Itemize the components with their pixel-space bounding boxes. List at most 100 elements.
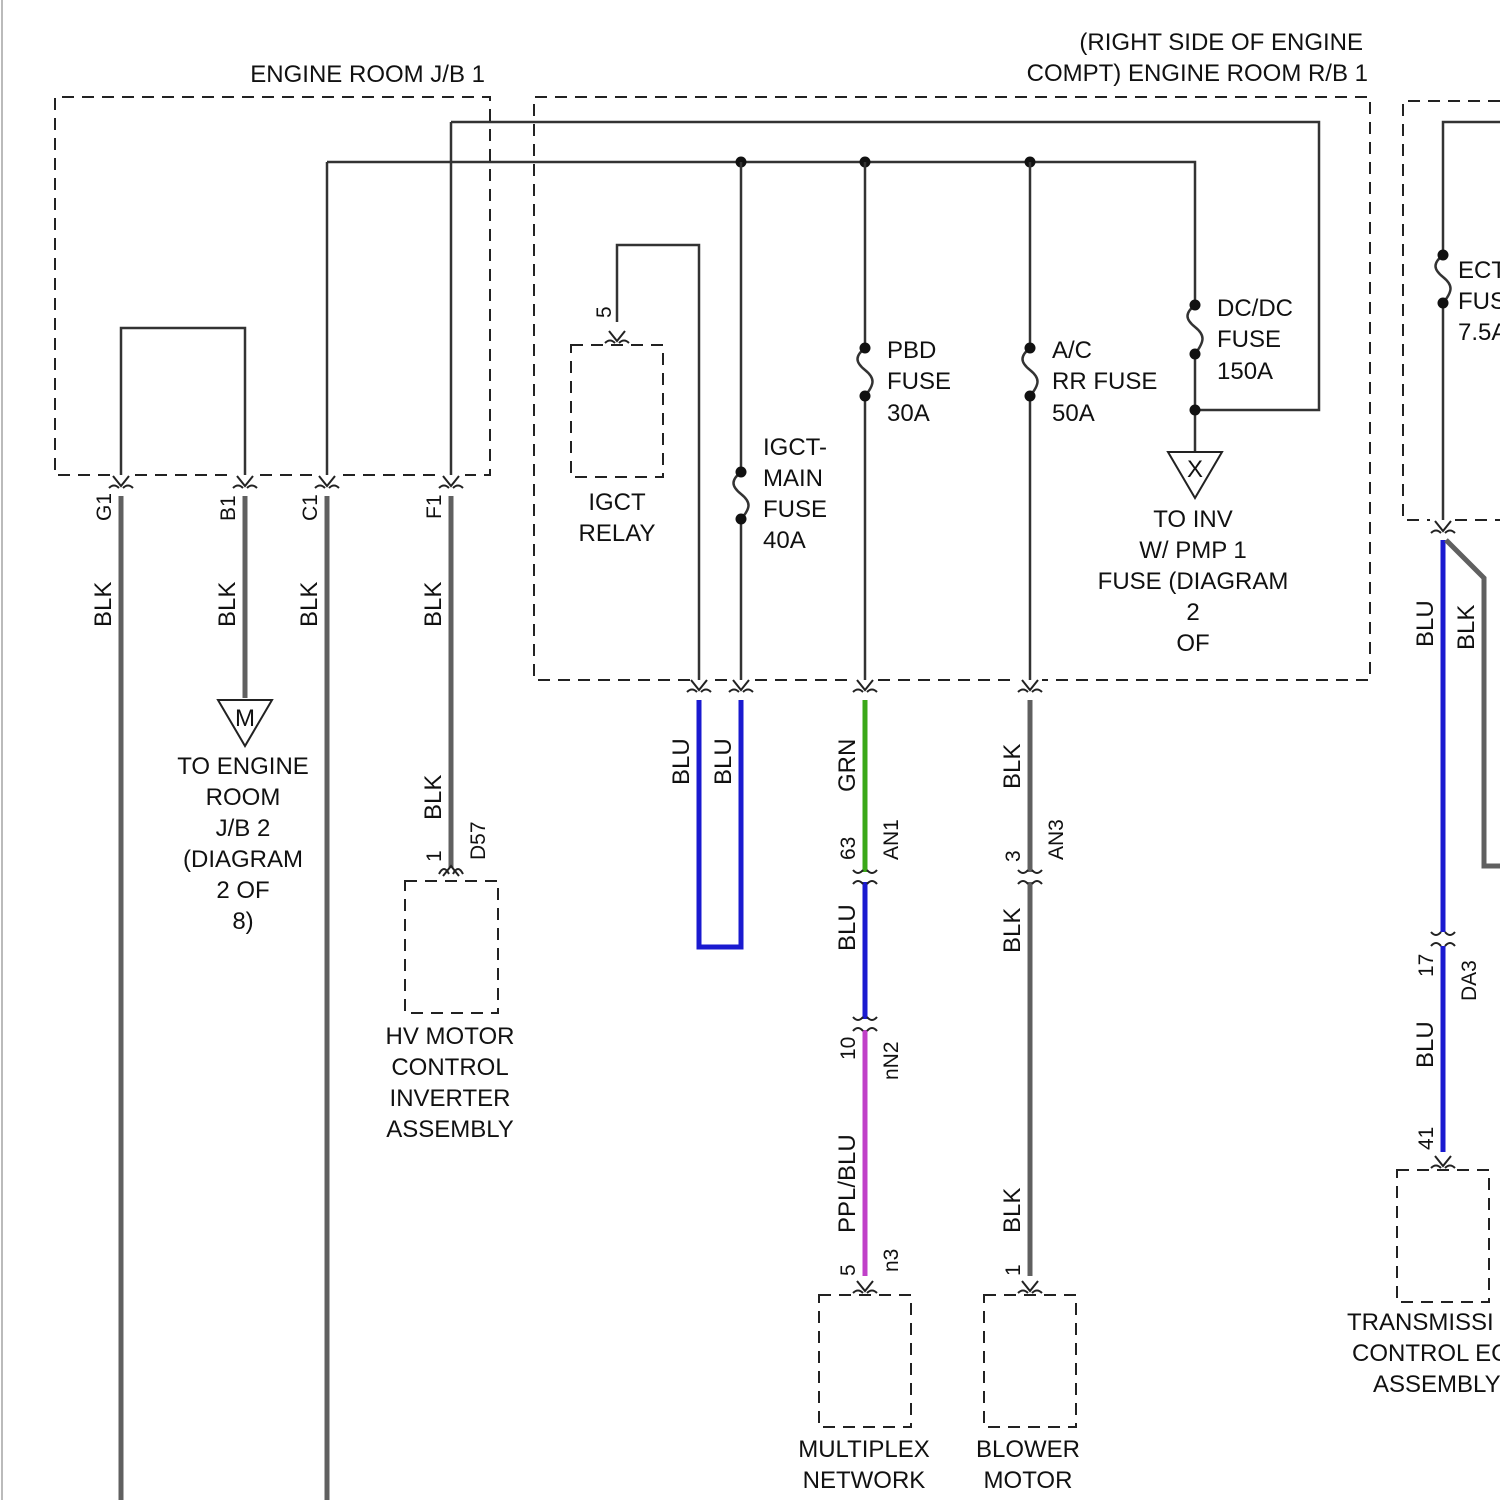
power-bus <box>327 122 1319 410</box>
dcdc-fuse: DC/DC FUSE 150A <box>1188 295 1294 452</box>
an1-connector: AN1 <box>880 819 903 860</box>
to-inv-pump-label-4: 2 <box>1186 599 1199 626</box>
wire-c1: BLK <box>296 496 327 1500</box>
to-jb2-label-2: ROOM <box>206 784 281 811</box>
transmission-blk-color: BLK <box>1453 605 1480 650</box>
to-jb2-symbol: M <box>235 705 255 732</box>
rb1-connectors <box>687 680 1042 692</box>
to-jb2-label-5: 2 OF <box>216 877 269 904</box>
transmission-label-3: ASSEMBLY <box>1373 1371 1500 1398</box>
rb1-title-2: COMPT) ENGINE ROOM R/B 1 <box>1027 60 1368 87</box>
ect-fuse-label-1: ECT <box>1458 257 1500 284</box>
pbd-fuse-label-1: PBD <box>887 337 936 364</box>
nn2-pin: 10 <box>837 1037 860 1060</box>
wire-b1-color: BLK <box>214 582 241 627</box>
rb1-title-1: (RIGHT SIDE OF ENGINE <box>1079 29 1363 56</box>
wire-c1-color: BLK <box>296 582 323 627</box>
wire-f1: BLK BLK <box>420 496 451 868</box>
n3-connector: n3 <box>880 1249 903 1272</box>
igct-relay: 5 IGCT RELAY <box>571 245 699 680</box>
ac-rr-fuse: A/C RR FUSE 50A <box>1023 162 1158 680</box>
nn2-connector: nN2 <box>880 1041 903 1080</box>
da3-pin: 17 <box>1415 954 1438 977</box>
blower-seg2-color: BLK <box>999 908 1026 953</box>
da3-connector: DA3 <box>1458 960 1481 1001</box>
igct-main-fuse-label-1: IGCT- <box>763 434 827 461</box>
wire-f1-color: BLK <box>420 582 447 627</box>
an3-connector: AN3 <box>1045 819 1068 860</box>
multiplex-seg1-color: GRN <box>834 739 861 792</box>
ect-fuse-label-3: 7.5A <box>1458 319 1500 346</box>
to-inv-pump-label-5: OF <box>1176 630 1209 657</box>
dcdc-fuse-label-1: DC/DC <box>1217 295 1293 322</box>
blower-seg1-color: BLK <box>999 744 1026 789</box>
pbd-fuse-label-2: FUSE <box>887 368 951 395</box>
wire-g1-color: BLK <box>90 582 117 627</box>
pin-g1: G1 <box>93 493 116 521</box>
igct-blu-wires: BLU BLU <box>668 700 741 947</box>
jb1-pin-labels: G1 B1 C1 F1 <box>93 493 446 521</box>
to-inv-pump-label-1: TO INV <box>1153 506 1233 533</box>
to-inv-pump-reference: X TO INV W/ PMP 1 FUSE (DIAGRAM 2 OF <box>1098 452 1289 657</box>
to-jb2-label-1: TO ENGINE <box>177 753 309 780</box>
ac-rr-fuse-label-3: 50A <box>1052 400 1095 427</box>
pin-f1: F1 <box>423 494 446 519</box>
engine-room-jb1: ENGINE ROOM J/B 1 <box>55 61 490 475</box>
multiplex-label-1: MULTIPLEX <box>798 1436 930 1463</box>
blower-pin: 1 <box>1002 1264 1025 1276</box>
wire-g1: BLK <box>90 496 121 1500</box>
igct-relay-label-2: RELAY <box>579 520 656 547</box>
transmission-blu-color: BLU <box>1412 600 1439 647</box>
igct-main-fuse-label-3: FUSE <box>763 496 827 523</box>
to-jb2-label-6: 8) <box>232 908 253 935</box>
hv-inverter-label-2: CONTROL <box>391 1054 508 1081</box>
blower-label-1: BLOWER <box>976 1436 1080 1463</box>
to-inv-pump-label-3: FUSE (DIAGRAM <box>1098 568 1289 595</box>
igct-relay-pin: 5 <box>593 306 616 318</box>
transmission-seg2-color: BLU <box>1412 1021 1439 1068</box>
multiplex-circuit: GRN 63 AN1 BLU 10 nN2 PPL/BLU 5 n3 MULTI… <box>798 700 930 1494</box>
igct-wire-left-color: BLU <box>668 738 695 785</box>
jb1-connectors <box>109 476 463 488</box>
ect-fuse-label-2: FUS <box>1458 288 1500 315</box>
an3-pin: 3 <box>1002 850 1025 862</box>
dcdc-fuse-label-2: FUSE <box>1217 326 1281 353</box>
jb1-title: ENGINE ROOM J/B 1 <box>250 61 485 88</box>
dcdc-fuse-label-3: 150A <box>1217 358 1273 385</box>
blower-circuit: BLK 3 AN3 BLK BLK 1 BLOWER MOTOR <box>976 700 1080 1494</box>
hv-motor-inverter: 1 D57 HV MOTOR CONTROL INVERTER ASSEMBLY <box>386 821 515 1143</box>
to-jb2-label-4: (DIAGRAM <box>183 846 303 873</box>
transmission-label-1: TRANSMISSI <box>1347 1309 1494 1336</box>
pbd-fuse-label-3: 30A <box>887 400 930 427</box>
hv-inverter-pin: 1 <box>423 850 446 862</box>
multiplex-label-2: NETWORK <box>803 1467 926 1494</box>
to-jb2-label-3: J/B 2 <box>216 815 271 842</box>
igct-main-fuse-label-2: MAIN <box>763 465 823 492</box>
ac-rr-fuse-label-2: RR FUSE <box>1052 368 1157 395</box>
pin-c1: C1 <box>299 494 322 521</box>
igct-relay-label-1: IGCT <box>588 489 646 516</box>
wire-b1: BLK M TO ENGINE ROOM J/B 2 (DIAGRAM 2 OF… <box>177 496 309 935</box>
hv-inverter-label-3: INVERTER <box>390 1085 511 1112</box>
blower-seg3-color: BLK <box>999 1188 1026 1233</box>
an1-pin: 63 <box>837 837 860 860</box>
to-inv-pump-symbol: X <box>1187 456 1203 483</box>
blower-label-2: MOTOR <box>984 1467 1073 1494</box>
pbd-fuse: PBD FUSE 30A <box>858 162 952 680</box>
hv-inverter-label-4: ASSEMBLY <box>386 1116 514 1143</box>
igct-main-fuse: IGCT- MAIN FUSE 40A <box>734 162 828 680</box>
wire-f1-color-2: BLK <box>420 775 447 820</box>
hv-inverter-label-1: HV MOTOR <box>386 1023 515 1050</box>
ect-fuse-box: ECT FUS 7.5A <box>1403 101 1500 533</box>
hv-inverter-connector: D57 <box>467 821 490 860</box>
to-inv-pump-label-2: W/ PMP 1 <box>1139 537 1247 564</box>
transmission-label-2: CONTROL EC <box>1352 1340 1500 1367</box>
ac-rr-fuse-label-1: A/C <box>1052 337 1092 364</box>
multiplex-seg3-color: PPL/BLU <box>834 1134 861 1233</box>
transmission-pin: 41 <box>1415 1127 1438 1150</box>
igct-main-fuse-label-4: 40A <box>763 527 806 554</box>
igct-wire-right-color: BLU <box>710 738 737 785</box>
pin-b1: B1 <box>217 495 240 521</box>
multiplex-seg2-color: BLU <box>834 904 861 951</box>
